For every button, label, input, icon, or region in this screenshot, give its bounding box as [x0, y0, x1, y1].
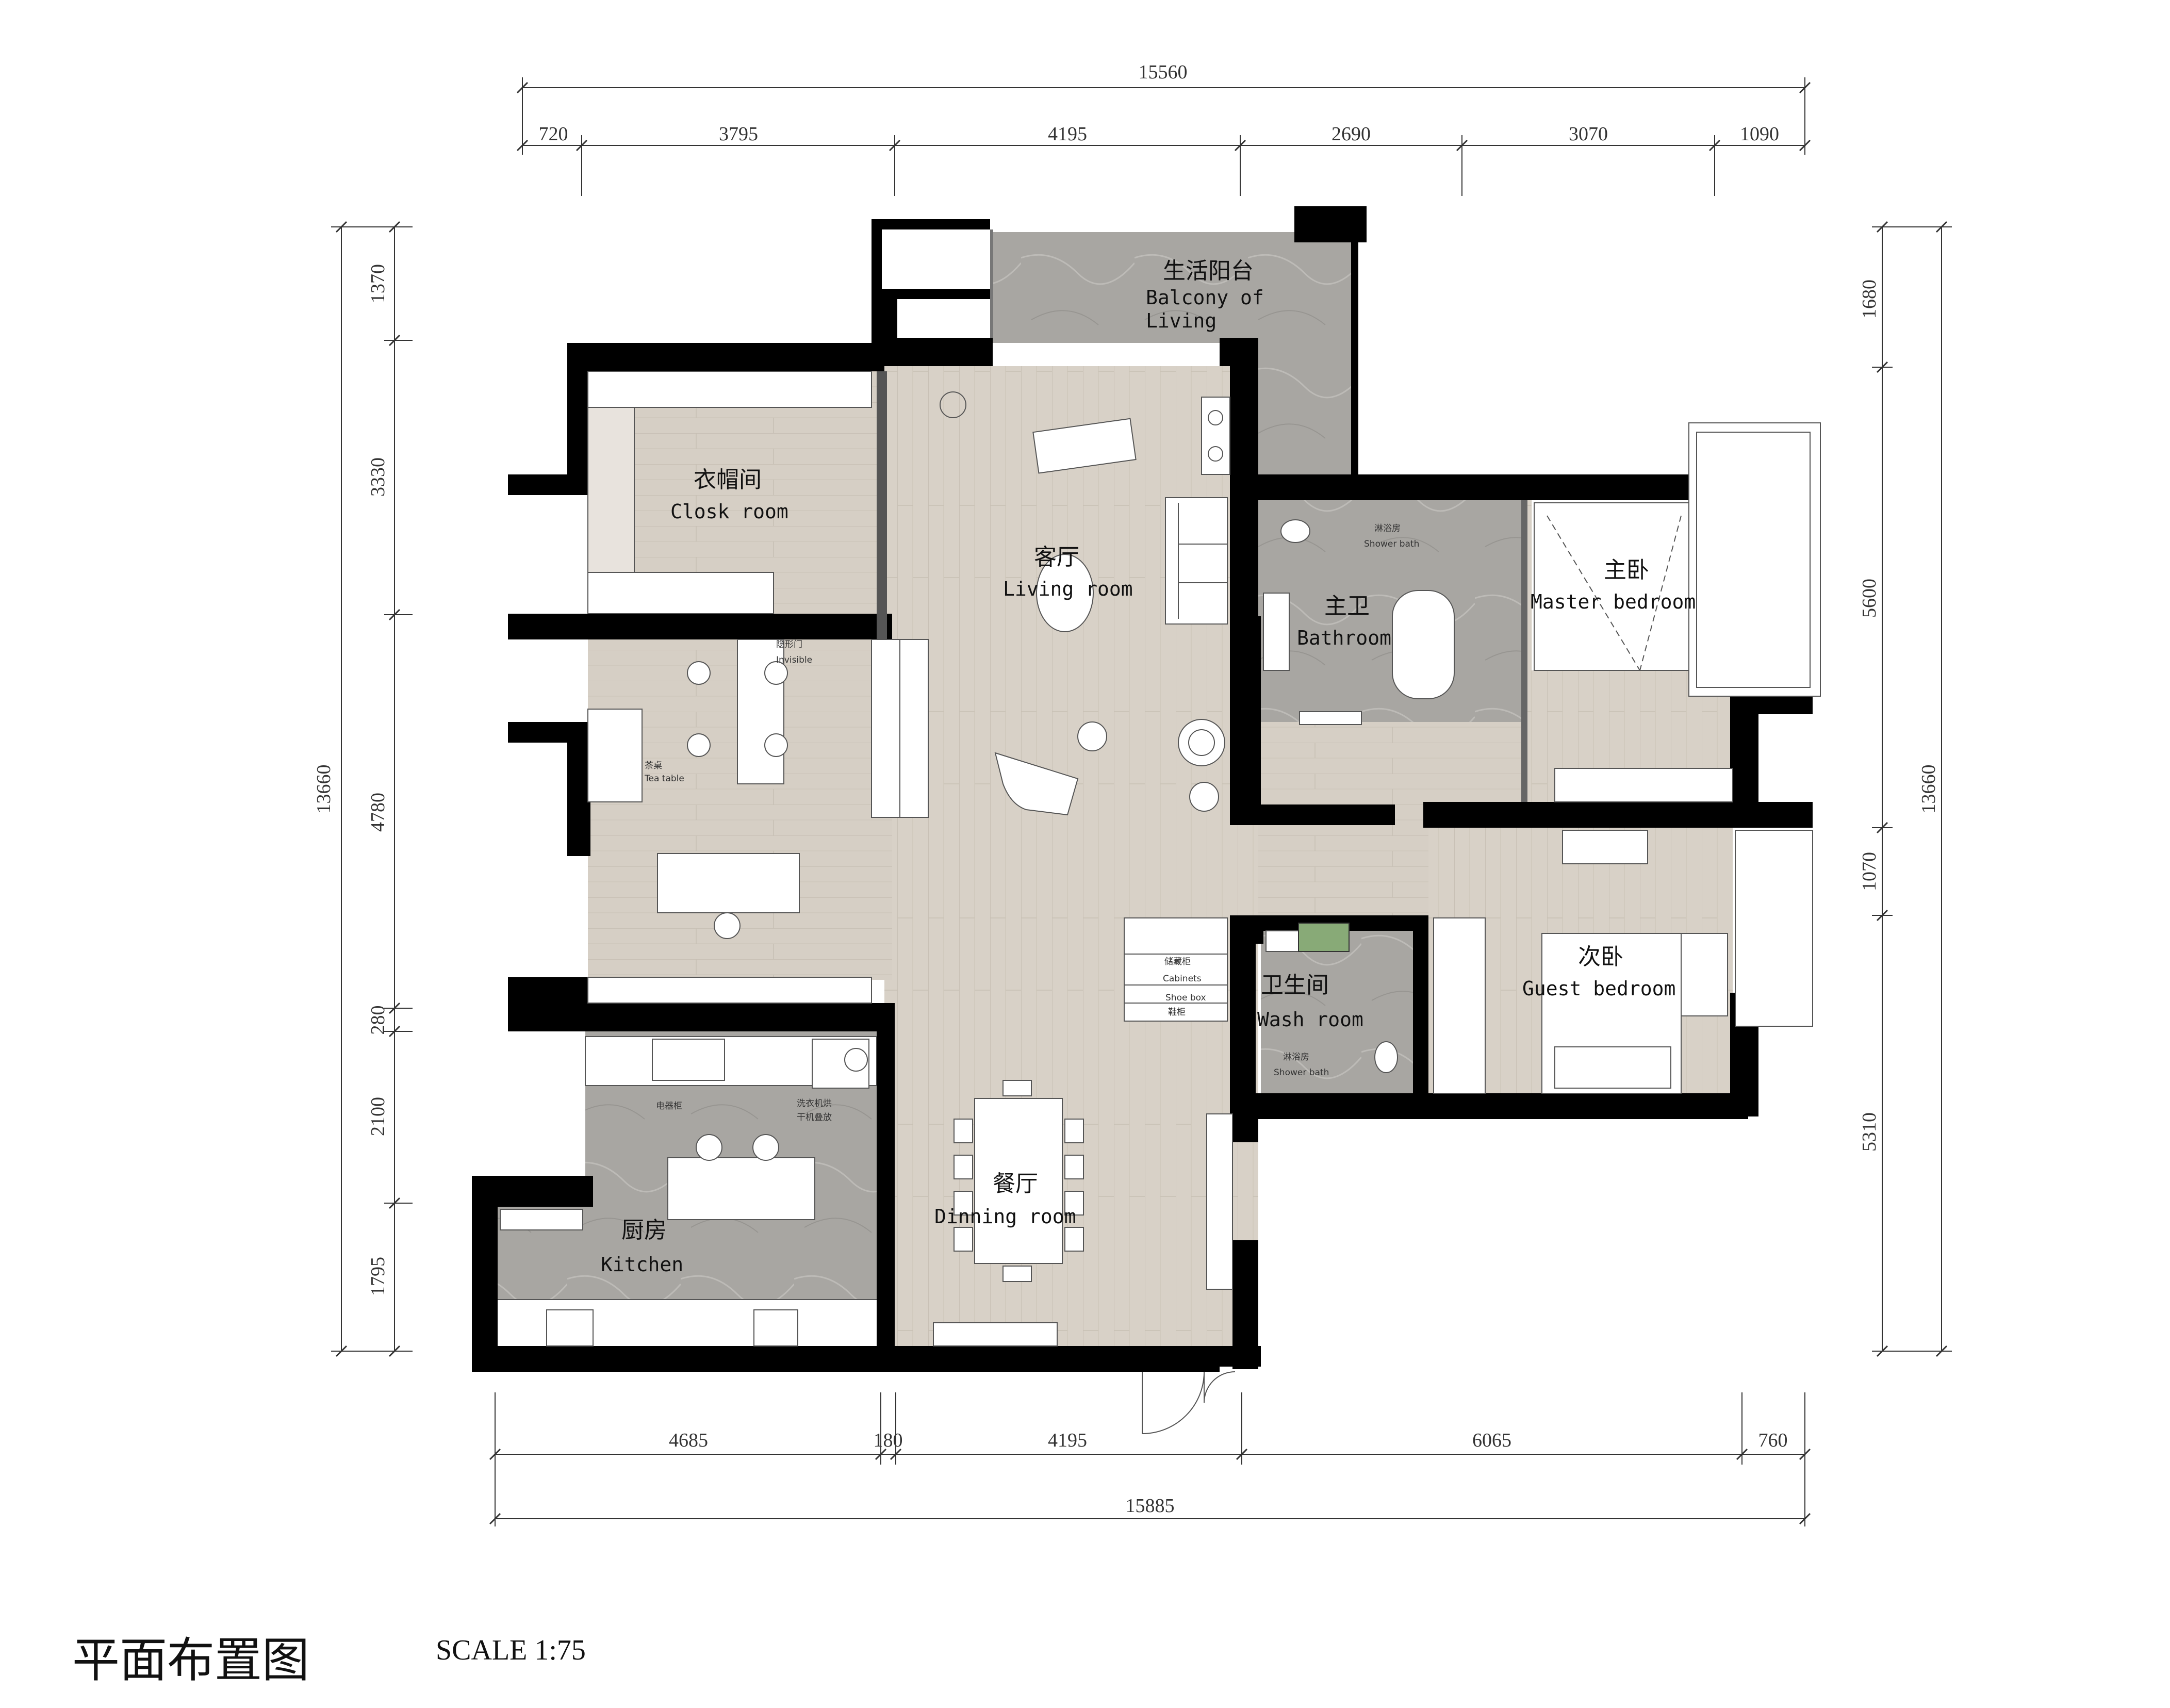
- dim-right-1: 1680: [1859, 280, 1880, 319]
- invisible-door-cn: 隐形门: [776, 639, 802, 650]
- cloak-label-cn: 衣帽间: [694, 467, 762, 493]
- dim-top-6: 1090: [1740, 123, 1779, 145]
- master-label-en: Master bedroom: [1531, 590, 1696, 613]
- invisible-door-en: Invisible: [776, 655, 812, 665]
- dim-bottom-total: 15885: [1126, 1495, 1175, 1517]
- living-label-en: Living room: [1003, 578, 1133, 600]
- dim-right-total: 13660: [1918, 765, 1939, 814]
- dim-left-4: 280: [367, 1006, 389, 1035]
- guest-label-cn: 次卧: [1578, 944, 1623, 970]
- bathroom-label-cn: 主卫: [1324, 593, 1370, 619]
- interior-details: [500, 371, 1821, 1435]
- dim-left-5: 2100: [367, 1097, 389, 1136]
- kitchen-label-en: Kitchen: [601, 1253, 683, 1276]
- shoebox-en: Shoe box: [1165, 993, 1206, 1003]
- wash-label-cn: 卫生间: [1261, 972, 1329, 998]
- dim-left-total: 13660: [313, 765, 335, 814]
- washer-cn2: 干机叠放: [797, 1112, 832, 1123]
- living-label-cn: 客厅: [1034, 544, 1079, 570]
- dim-left-6: 1795: [367, 1257, 389, 1296]
- dim-left-2: 3330: [367, 457, 389, 497]
- guest-label-en: Guest bedroom: [1522, 977, 1675, 1000]
- dim-bottom-1: 4685: [669, 1430, 708, 1451]
- master-shower-en: Shower bath: [1364, 539, 1419, 549]
- kitchen-label-cn: 厨房: [621, 1217, 667, 1243]
- master-label-cn: 主卧: [1604, 557, 1649, 583]
- dim-bottom-3: 4195: [1048, 1430, 1087, 1451]
- tea-table-en: Tea table: [644, 774, 684, 784]
- dim-right-3: 1070: [1859, 852, 1880, 891]
- cabinets-cn: 储藏柜: [1164, 957, 1191, 967]
- balcony-label-en2: Living: [1146, 309, 1216, 332]
- dim-left-3: 4780: [367, 793, 389, 832]
- elec-cabinet-cn: 电器柜: [656, 1101, 682, 1111]
- dim-right-4: 5310: [1859, 1112, 1880, 1152]
- dim-top-2: 3795: [719, 123, 758, 145]
- dim-top-total: 15560: [1139, 61, 1188, 83]
- shoebox-cn: 鞋柜: [1168, 1007, 1186, 1017]
- bathroom-label-en: Bathroom: [1297, 627, 1391, 649]
- dim-top-4: 2690: [1331, 123, 1371, 145]
- drawing-scale: SCALE 1:75: [436, 1634, 586, 1666]
- dining-label-cn: 餐厅: [993, 1171, 1038, 1197]
- room-labels: 生活阳台 Balcony of Living 衣帽间 Closk room 客厅…: [601, 258, 1696, 1276]
- walls: [472, 206, 1813, 1372]
- dimension-ticks: [335, 81, 1948, 1525]
- dim-bottom-2: 180: [874, 1430, 903, 1451]
- washer-cn: 洗衣机烘: [797, 1098, 832, 1109]
- dim-right-2: 5600: [1859, 579, 1880, 618]
- dim-top-5: 3070: [1569, 123, 1608, 145]
- tea-table-cn: 茶桌: [645, 761, 662, 771]
- balcony-label-en: Balcony of: [1146, 286, 1264, 309]
- wash-shower-en: Shower bath: [1274, 1068, 1329, 1078]
- cloak-label-en: Closk room: [670, 500, 788, 523]
- dimension-lines: [331, 77, 1952, 1526]
- wash-label-en: Wash room: [1257, 1008, 1363, 1031]
- dim-bottom-4: 6065: [1472, 1430, 1511, 1451]
- annotations: 隐形门 Invisible 茶桌 Tea table 淋浴房 Shower ba…: [644, 523, 1419, 1123]
- wash-shower-cn: 淋浴房: [1283, 1052, 1309, 1062]
- dim-top-3: 4195: [1048, 123, 1087, 145]
- drawing-title: 平面布置图: [72, 1633, 310, 1688]
- dining-label-en: Dinning room: [934, 1205, 1076, 1228]
- dim-top-1: 720: [539, 123, 568, 145]
- dim-left-1: 1370: [367, 264, 389, 303]
- balcony-label-cn: 生活阳台: [1163, 258, 1254, 284]
- dim-bottom-5: 760: [1758, 1430, 1788, 1451]
- cabinets-en: Cabinets: [1163, 974, 1202, 984]
- master-shower-cn: 淋浴房: [1374, 523, 1401, 534]
